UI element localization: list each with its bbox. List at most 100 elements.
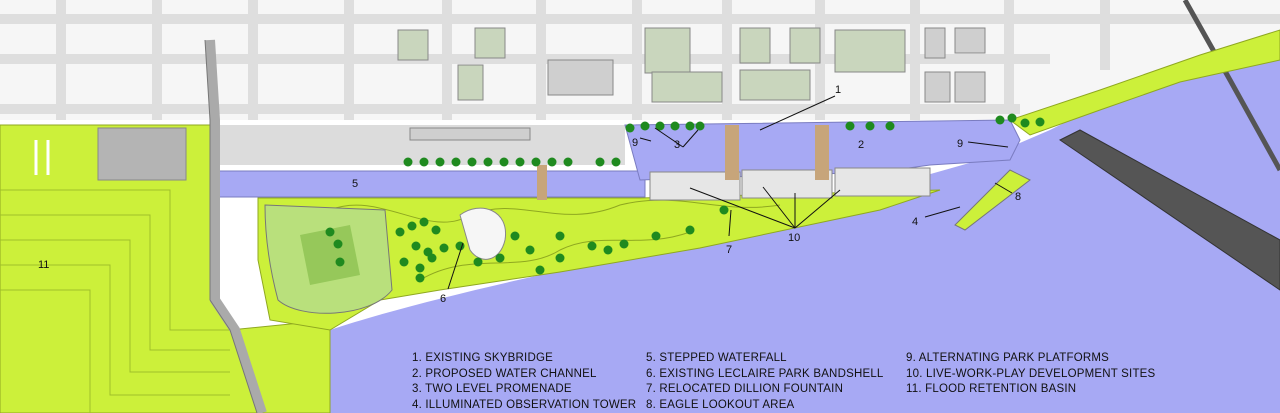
tree: [451, 157, 461, 167]
legend-column-1: 1. EXISTING SKYBRIDGE 2. PROPOSED WATER …: [412, 351, 636, 413]
tree: [435, 157, 445, 167]
legend-item: 5. STEPPED WATERFALL: [646, 352, 787, 364]
ballpark-infield: [300, 225, 360, 285]
railroad-bridge: [1059, 129, 1280, 291]
callout-7: 7: [726, 244, 732, 256]
callout-2: 2: [858, 139, 864, 151]
tree: [415, 263, 425, 273]
callout-4: 4: [912, 216, 918, 228]
downtown-buildings-grey: [409, 27, 986, 141]
tree: [1007, 113, 1017, 123]
callout-5: 5: [352, 178, 358, 190]
lot-building: [97, 127, 187, 181]
legend-item: 9. ALTERNATING PARK PLATFORMS: [906, 352, 1110, 364]
tree: [333, 239, 343, 249]
tree: [695, 121, 705, 131]
legend-item: 7. RELOCATED DILLION FOUNTAIN: [646, 383, 844, 395]
callout-10: 10: [788, 232, 800, 244]
tree: [995, 115, 1005, 125]
legend-item: 3. TWO LEVEL PROMENADE: [412, 383, 572, 395]
tree: [467, 157, 477, 167]
tree: [483, 157, 493, 167]
tree: [473, 257, 483, 267]
tree: [685, 225, 695, 235]
tree: [455, 241, 465, 251]
tree: [563, 157, 573, 167]
river: [330, 60, 1280, 413]
tree: [611, 157, 621, 167]
tree: [419, 217, 429, 227]
callout-8: 8: [1015, 191, 1021, 203]
legend-item: 11. FLOOD RETENTION BASIN: [906, 383, 1077, 395]
tree: [685, 121, 695, 131]
tree: [415, 273, 425, 283]
tree: [325, 227, 335, 237]
park-path-2: [419, 231, 691, 281]
callout-3: 3: [674, 139, 680, 151]
lot-markings: [34, 140, 50, 175]
tree: [411, 241, 421, 251]
trees: [325, 113, 1045, 283]
tree: [587, 241, 597, 251]
tree: [395, 227, 405, 237]
tree: [399, 257, 409, 267]
legend-item: 6. EXISTING LECLAIRE PARK BANDSHELL: [646, 367, 884, 380]
tree: [427, 253, 437, 263]
bridge-east: [1182, 0, 1280, 172]
tree: [525, 245, 535, 255]
legend-item: 4. ILLUMINATED OBSERVATION TOWER: [412, 398, 637, 411]
tree: [515, 157, 525, 167]
tree: [625, 123, 635, 133]
callout-9a: 9: [632, 137, 638, 149]
tree: [407, 221, 417, 231]
downtown-buildings: [397, 27, 906, 103]
callout-9b: 9: [957, 138, 963, 150]
east-shore-park: [1008, 29, 1280, 136]
tree: [531, 157, 541, 167]
water-channel-west: [214, 170, 646, 198]
tree: [1020, 118, 1030, 128]
legend-item: 10. LIVE-WORK-PLAY DEVELOPMENT SITES: [906, 367, 1156, 380]
tree: [865, 121, 875, 131]
tree: [403, 157, 413, 167]
tree: [640, 121, 650, 131]
tree: [439, 243, 449, 253]
tree: [885, 121, 895, 131]
tree: [1035, 117, 1045, 127]
flood-basin-terraces: [0, 189, 230, 413]
tree: [845, 121, 855, 131]
tree: [499, 157, 509, 167]
skybridge: [205, 39, 267, 413]
tree: [555, 253, 565, 263]
tree: [547, 157, 557, 167]
legend-column-2: 5. STEPPED WATERFALL 6. EXISTING LECLAIR…: [646, 351, 884, 413]
tree: [619, 239, 629, 249]
callout-1: 1: [835, 84, 841, 96]
tree: [719, 205, 729, 215]
stepped-waterfalls: [537, 125, 829, 200]
legend-column-3: 9. ALTERNATING PARK PLATFORMS 10. LIVE-W…: [906, 351, 1155, 398]
tree: [335, 257, 345, 267]
callout-11: 11: [38, 259, 49, 271]
callout-6: 6: [440, 293, 446, 305]
legend-item: 8. EAGLE LOOKOUT AREA: [646, 398, 795, 411]
tree: [431, 225, 441, 235]
park-path: [329, 199, 781, 223]
skybridge-edge: [204, 39, 258, 413]
street-grid: [0, 0, 1280, 120]
bandshell-lawn: [459, 207, 506, 260]
tree: [595, 157, 605, 167]
callout-labels: 1 2 3 3 4 5 6 7 8 9 9 10 11: [38, 84, 1021, 305]
tree: [555, 231, 565, 241]
tree: [603, 245, 613, 255]
legend-item: 1. EXISTING SKYBRIDGE: [412, 352, 553, 364]
development-blocks: [649, 167, 931, 201]
tree: [655, 121, 665, 131]
tree: [419, 157, 429, 167]
tree: [495, 253, 505, 263]
tree: [670, 121, 680, 131]
legend-item: 2. PROPOSED WATER CHANNEL: [412, 367, 597, 380]
callout-leaders: [447, 95, 1013, 290]
